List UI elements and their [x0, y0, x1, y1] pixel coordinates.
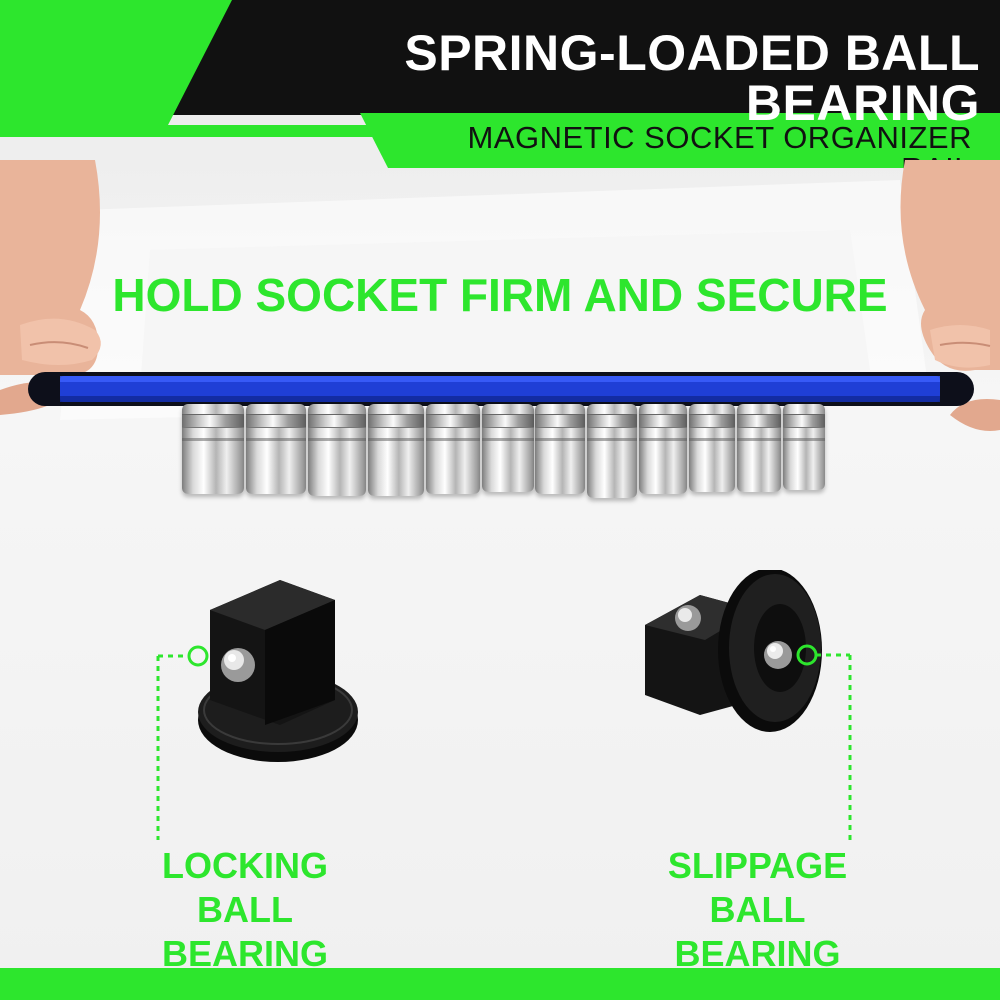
- socket-ring: [783, 414, 825, 428]
- socket-band: [182, 438, 244, 441]
- socket-ring: [182, 414, 244, 428]
- footer-green-bar: [0, 968, 1000, 1000]
- slippage-ball-bearing-label: SLIPPAGE BALL BEARING: [615, 844, 900, 976]
- slippage-label-line-2: BEARING: [674, 933, 841, 974]
- slippage-label-line-1: SLIPPAGE BALL: [667, 845, 848, 930]
- socket-ring: [689, 414, 736, 428]
- magnetic-rail: [28, 372, 974, 406]
- socket-band: [481, 438, 534, 441]
- header-green-corner: [0, 0, 232, 125]
- slippage-adapter: [645, 570, 822, 732]
- socket-band: [367, 438, 424, 441]
- header-green-strip: [0, 125, 380, 137]
- background-light-panels: [60, 180, 930, 420]
- socket-ring: [481, 414, 534, 428]
- right-hand: [900, 160, 1000, 431]
- slippage-adapter-illustration: [645, 570, 852, 842]
- socket-3: [307, 404, 366, 496]
- socket-band: [307, 438, 366, 441]
- socket-band: [639, 438, 688, 441]
- socket-ring: [307, 414, 366, 428]
- subtitle-green-band: [360, 113, 1000, 168]
- socket-band: [587, 438, 638, 441]
- socket-band: [245, 438, 306, 441]
- socket-ring: [737, 414, 782, 428]
- locking-callout-line: [156, 645, 209, 840]
- rail-with-hands: [0, 160, 1000, 431]
- socket-4: [367, 404, 424, 496]
- socket-ring: [639, 414, 688, 428]
- socket-band: [737, 438, 782, 441]
- socket-ring: [245, 414, 306, 428]
- locking-adapter-illustration: [156, 580, 358, 840]
- socket-6: [481, 404, 534, 492]
- slippage-callout-line: [796, 644, 852, 842]
- socket-12: [783, 404, 825, 490]
- socket-ring: [535, 414, 586, 428]
- header-banner: [0, 0, 1000, 168]
- socket-band: [783, 438, 825, 441]
- socket-7: [535, 404, 586, 494]
- socket-8: [587, 404, 638, 498]
- locking-ball-bearing-label: LOCKING BALL BEARING: [110, 844, 380, 976]
- locking-adapter: [198, 580, 358, 762]
- socket-ring: [425, 414, 480, 428]
- socket-11: [737, 404, 782, 492]
- socket-2: [245, 404, 306, 494]
- socket-10: [689, 404, 736, 492]
- socket-ring: [587, 414, 638, 428]
- socket-band: [689, 438, 736, 441]
- socket-1: [182, 404, 244, 494]
- locking-label-line-2: BEARING: [161, 933, 328, 974]
- headline: HOLD SOCKET FIRM AND SECURE: [112, 269, 888, 321]
- socket-5: [425, 404, 480, 494]
- locking-label-line-1: LOCKING BALL: [162, 845, 328, 930]
- socket-ring: [367, 414, 424, 428]
- socket-band: [425, 438, 480, 441]
- socket-9: [639, 404, 688, 494]
- header-title: SPRING-LOADED BALL BEARING: [404, 25, 980, 131]
- socket-band: [535, 438, 586, 441]
